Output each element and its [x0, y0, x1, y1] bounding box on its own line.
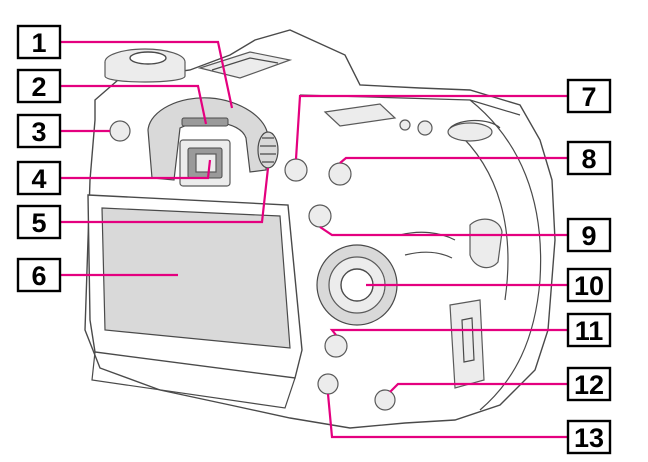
fn-button-graphic: [308, 204, 332, 228]
top-plate-details: [323, 103, 501, 142]
callout-label-9: 9: [566, 217, 612, 253]
leader-12: [389, 382, 568, 393]
leader-1: [60, 40, 234, 109]
callout-label-6: 6: [16, 257, 62, 293]
callout-label-1: 1: [16, 24, 62, 60]
callout-label-4: 4: [16, 160, 62, 196]
callout-label-11: 11: [566, 312, 612, 348]
callout-label-12: 12: [566, 366, 612, 402]
callout-label-13: 13: [566, 419, 612, 455]
c2-button-graphic: [324, 334, 348, 358]
callout-number-7: 7: [581, 82, 596, 112]
side-details: [399, 218, 503, 389]
ael-button-graphic: [328, 162, 352, 186]
multi-selector: [316, 244, 398, 326]
leader-4: [60, 159, 212, 180]
callout-number-8: 8: [581, 144, 596, 174]
leader-7: [294, 94, 568, 160]
leader-5: [60, 167, 270, 224]
callout-number-4: 4: [31, 164, 46, 194]
callout-number-9: 9: [581, 221, 596, 251]
af-mf-button-graphic: [284, 158, 308, 182]
menu-button-graphic: [109, 120, 131, 142]
leader-11: [329, 328, 568, 336]
callout-label-2: 2: [16, 68, 62, 104]
callout-number-12: 12: [574, 370, 604, 400]
callout-number-13: 13: [574, 423, 604, 453]
callout-number-6: 6: [31, 261, 46, 291]
callout-number-10: 10: [574, 271, 604, 301]
leader-13: [326, 393, 568, 439]
leader-8: [339, 156, 568, 164]
hot-shoe: [197, 51, 293, 79]
mode-dial: [104, 48, 186, 83]
callout-number-5: 5: [31, 208, 46, 238]
leader-lines: [60, 40, 568, 439]
callout-labels: 1 2 3 4 5 6 7 8: [16, 24, 612, 455]
delete-button-graphic: [374, 389, 396, 411]
callout-number-3: 3: [31, 117, 46, 147]
callout-number-11: 11: [575, 316, 604, 346]
callout-label-10: 10: [566, 267, 612, 303]
callout-label-5: 5: [16, 204, 62, 240]
callout-label-3: 3: [16, 113, 62, 149]
callout-label-8: 8: [566, 140, 612, 176]
leader-9: [319, 226, 568, 237]
lcd-monitor: [87, 194, 303, 409]
callout-label-7: 7: [566, 78, 612, 114]
callout-number-2: 2: [31, 72, 46, 102]
camera-body: [84, 29, 556, 429]
playback-button-graphic: [317, 373, 339, 395]
diopter-dial: [257, 131, 279, 169]
callout-number-1: 1: [31, 28, 46, 58]
leader-2: [60, 84, 208, 125]
